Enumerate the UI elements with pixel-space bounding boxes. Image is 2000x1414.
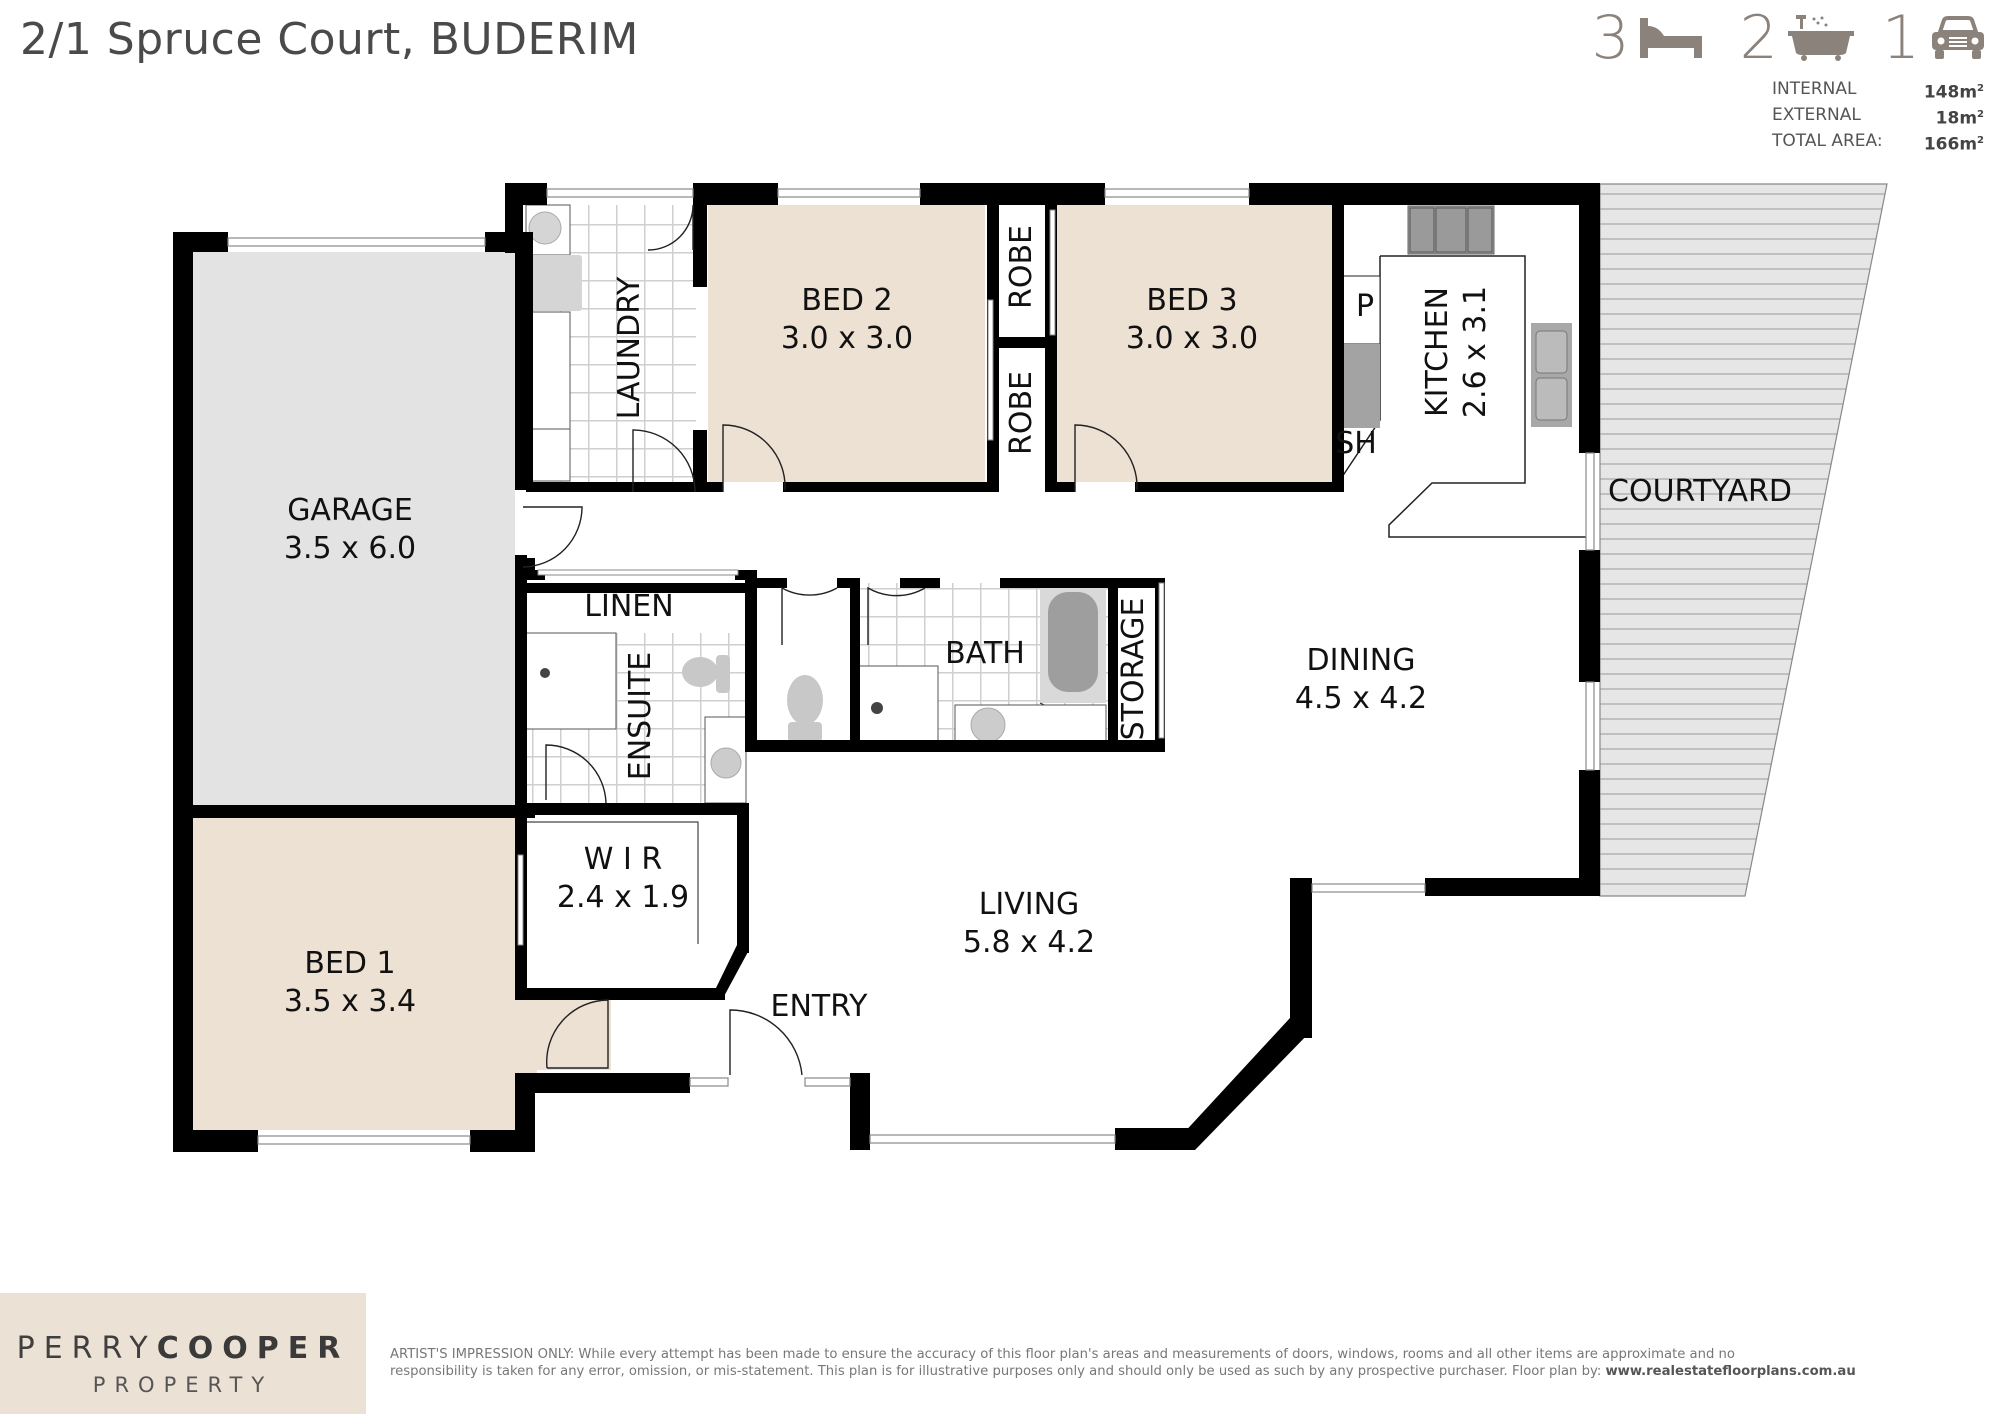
internal-area-label: INTERNAL [1772, 79, 1857, 99]
external-area-label: EXTERNAL [1772, 105, 1861, 125]
room-bed3: BED 3 3.0 x 3.0 [1126, 282, 1258, 358]
room-kitchen: KITCHEN 2.6 x 3.1 [1419, 286, 1495, 418]
internal-area-row: INTERNAL 148m2 [1772, 76, 1984, 103]
room-bath: BATH [945, 635, 1025, 673]
room-shelf: SH [1335, 425, 1377, 463]
room-size: 5.8 x 4.2 [962, 925, 1096, 960]
bathtub-icon [1787, 15, 1854, 61]
logo-cooper: COOPER [156, 1331, 350, 1366]
room-storage: STORAGE [1115, 598, 1153, 741]
disclaimer: ARTIST'S IMPRESSION ONLY: While every at… [390, 1346, 1990, 1380]
room-pantry: P [1356, 288, 1374, 326]
room-ensuite: ENSUITE [622, 652, 660, 781]
room-linen: LINEN [584, 588, 673, 626]
room-dining: DINING 4.5 x 4.2 [1295, 642, 1427, 718]
room-courtyard: COURTYARD [1608, 473, 1792, 511]
unit-superscript: 2 [1977, 109, 1984, 120]
feature-summary: 3 2 1 [1591, 8, 1986, 68]
room-name: P [1355, 289, 1375, 324]
external-area-value: 18m [1935, 108, 1978, 129]
room-name: LAUNDRY [612, 276, 647, 420]
room-name: ENTRY [770, 989, 868, 1024]
room-size: 2.6 x 3.1 [1458, 285, 1493, 419]
room-name: BED 3 [1146, 283, 1238, 318]
room-entry: ENTRY [771, 988, 868, 1026]
room-name: KITCHEN [1420, 287, 1455, 417]
garage-floor [193, 252, 515, 805]
floorplan-credit-link[interactable]: www.realestatefloorplans.com.au [1605, 1364, 1856, 1379]
agency-logo: PERRYCOOPER PROPERTY [0, 1293, 366, 1414]
room-wir: W I R 2.4 x 1.9 [557, 841, 689, 917]
room-size: 3.0 x 3.0 [780, 321, 914, 356]
car-icon [1930, 16, 1986, 60]
total-area-value: 166m [1923, 134, 1978, 155]
room-name: BED 1 [304, 946, 396, 981]
room-name: BED 2 [801, 283, 893, 318]
total-area-row: TOTAL AREA: 166m2 [1772, 128, 1984, 155]
bedroom-count: 3 [1591, 3, 1630, 73]
room-bed2: BED 2 3.0 x 3.0 [781, 282, 913, 358]
area-summary: INTERNAL 148m2 EXTERNAL 18m2 TOTAL AREA:… [1772, 76, 1984, 155]
bed1-floor [193, 818, 515, 1130]
bed3-floor [1057, 205, 1332, 482]
room-name: ROBE [1004, 371, 1039, 455]
room-name: LINEN [584, 589, 674, 624]
room-name: ENSUITE [623, 651, 658, 781]
room-size: 3.5 x 6.0 [283, 531, 417, 566]
courtyard-deck [1599, 183, 1888, 897]
room-name: COURTYARD [1608, 474, 1792, 509]
room-name: BATH [945, 636, 1025, 671]
room-living: LIVING 5.8 x 4.2 [963, 886, 1095, 962]
unit-superscript: 2 [1977, 135, 1984, 146]
disclaimer-line-1: ARTIST'S IMPRESSION ONLY: While every at… [390, 1347, 1735, 1362]
disclaimer-line-2: responsibility is taken for any error, o… [390, 1364, 1606, 1379]
room-name: STORAGE [1116, 597, 1151, 741]
room-name: DINING [1306, 643, 1416, 678]
room-name: ROBE [1004, 225, 1039, 309]
room-name: GARAGE [287, 493, 413, 528]
logo-property: PROPERTY [92, 1373, 274, 1397]
internal-area-value: 148m [1923, 82, 1978, 103]
external-area-row: EXTERNAL 18m2 [1772, 102, 1984, 129]
room-robe-top: ROBE [1003, 225, 1041, 309]
room-size: 4.5 x 4.2 [1294, 681, 1428, 716]
room-name: LIVING [978, 887, 1080, 922]
room-garage: GARAGE 3.5 x 6.0 [284, 492, 416, 568]
room-name: W I R [583, 842, 663, 877]
bed2-floor [708, 205, 985, 482]
bed-icon [1639, 18, 1702, 58]
property-address: 2/1 Spruce Court, BUDERIM [20, 14, 639, 65]
logo-perry: PERRY [16, 1331, 157, 1366]
room-bed1: BED 1 3.5 x 3.4 [284, 945, 416, 1021]
bathroom-count: 2 [1739, 3, 1778, 73]
car-count: 1 [1881, 3, 1920, 73]
room-size: 2.4 x 1.9 [556, 880, 690, 915]
room-robe-bottom: ROBE [1003, 371, 1041, 455]
room-laundry: LAUNDRY [611, 277, 649, 420]
logo-wordmark: PERRYCOOPER [0, 1331, 366, 1366]
room-size: 3.5 x 3.4 [283, 984, 417, 1019]
total-area-label: TOTAL AREA: [1772, 131, 1883, 151]
unit-superscript: 2 [1977, 83, 1984, 94]
room-name: SH [1335, 426, 1377, 461]
room-size: 3.0 x 3.0 [1125, 321, 1259, 356]
